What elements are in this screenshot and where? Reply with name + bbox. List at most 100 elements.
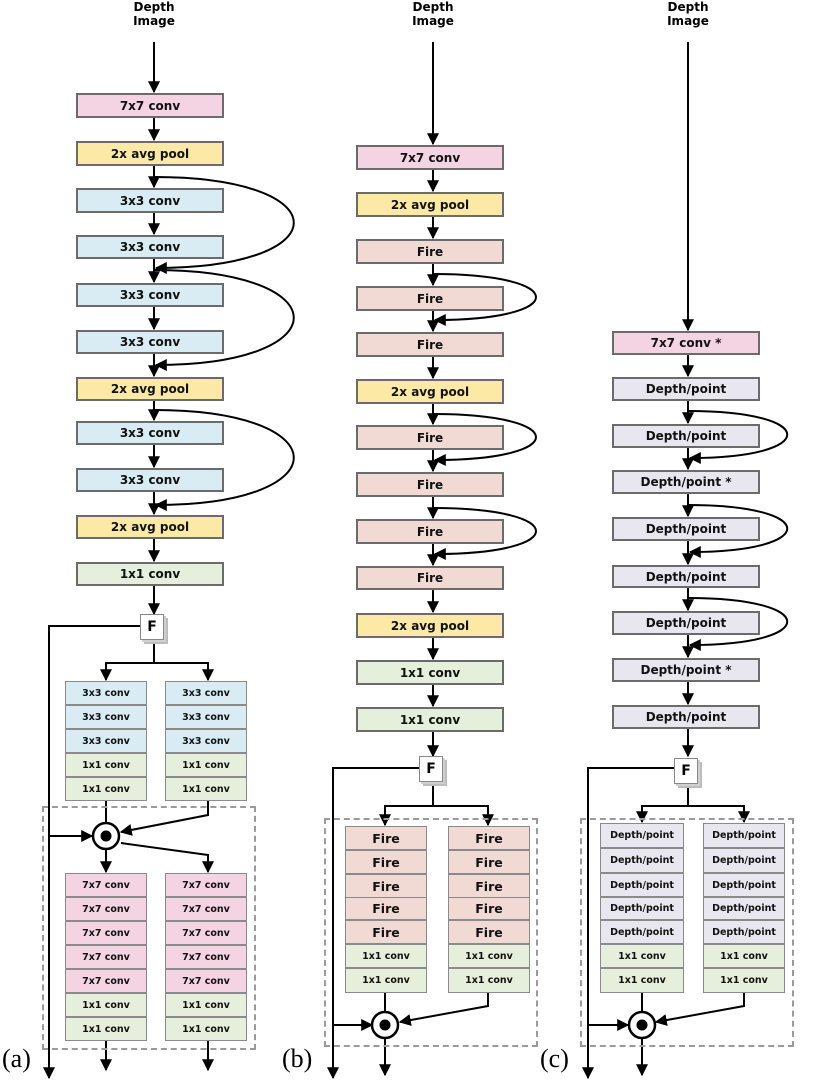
branch-c-l-1: Depth/point [600,823,684,848]
branch-a-r-2: 3x3 conv [165,705,247,729]
branch-a-bl-4: 7x7 conv [65,945,147,969]
layer-b-6: 2x avg pool [356,379,504,404]
layer-c-9: Depth/point [612,705,760,729]
layer-a-5: 3x3 conv [76,283,224,307]
branch-b-r-3: Fire [448,874,530,898]
branch-a-l-3: 3x3 conv [65,729,147,753]
panel-label-c: (c) [540,1044,569,1073]
layer-b-7: Fire [356,425,504,450]
branch-c-r-4: Depth/point [703,897,785,920]
branch-a-l-5: 1x1 conv [65,777,147,801]
layer-c-5: Depth/point [612,517,760,541]
branch-a-bl-3: 7x7 conv [65,921,147,945]
panel-label-b: (b) [282,1044,313,1073]
branch-a-br-1: 7x7 conv [165,873,247,897]
branch-b-l-1: Fire [345,826,427,850]
multiply-node-c [627,1010,657,1040]
layer-b-1: 7x7 conv [356,145,504,170]
layer-c-3: Depth/point [612,424,760,448]
layer-a-2: 2x avg pool [76,141,224,166]
layer-a-7: 2x avg pool [76,377,224,401]
layer-b-5: Fire [356,332,504,357]
branch-b-l-6: 1x1 conv [345,944,427,968]
layer-a-11: 1x1 conv [76,562,224,586]
dashed-region-a [42,806,256,1050]
branch-c-r-6: 1x1 conv [703,944,785,968]
branch-b-l-5: Fire [345,920,427,944]
branch-a-r-3: 3x3 conv [165,729,247,753]
branch-c-l-3: Depth/point [600,873,684,897]
branch-c-l-2: Depth/point [600,848,684,873]
fusion-box-b: F [419,756,443,782]
branch-a-l-2: 3x3 conv [65,705,147,729]
branch-a-br-6: 1x1 conv [165,993,247,1017]
branch-a-br-7: 1x1 conv [165,1017,247,1041]
dashed-region-c [580,818,794,1047]
branch-c-l-6: 1x1 conv [600,944,684,968]
layer-a-3: 3x3 conv [76,188,224,213]
branch-c-r-2: Depth/point [703,848,785,873]
layer-c-2: Depth/point [612,377,760,401]
dashed-region-b [324,818,538,1047]
multiply-node-a [91,821,121,851]
branch-a-r-5: 1x1 conv [165,777,247,801]
layer-b-10: Fire [356,566,504,590]
branch-a-bl-6: 1x1 conv [65,993,147,1017]
layer-c-7: Depth/point [612,611,760,635]
layer-a-1: 7x7 conv [76,93,224,118]
branch-a-l-4: 1x1 conv [65,753,147,777]
branch-a-br-4: 7x7 conv [165,945,247,969]
branch-b-r-2: Fire [448,850,530,874]
branch-a-r-1: 3x3 conv [165,681,247,705]
layer-b-8: Fire [356,472,504,497]
branch-c-l-4: Depth/point [600,897,684,920]
branch-b-r-7: 1x1 conv [448,968,530,993]
panel-label-a: (a) [2,1044,31,1073]
branch-a-bl-7: 1x1 conv [65,1017,147,1041]
branch-b-l-2: Fire [345,850,427,874]
branch-a-br-5: 7x7 conv [165,969,247,993]
fusion-box-c: F [674,758,698,784]
branch-c-r-5: Depth/point [703,920,785,944]
branch-b-r-1: Fire [448,826,530,850]
layer-a-9: 3x3 conv [76,468,224,492]
branch-c-r-1: Depth/point [703,823,785,848]
layer-b-4: Fire [356,286,504,311]
branch-c-l-5: Depth/point [600,920,684,944]
branch-a-l-1: 3x3 conv [65,681,147,705]
branch-a-bl-5: 7x7 conv [65,969,147,993]
layer-c-6: Depth/point [612,565,760,588]
layer-a-4: 3x3 conv [76,235,224,259]
layer-b-12: 1x1 conv [356,660,504,685]
branch-a-br-2: 7x7 conv [165,897,247,921]
layer-a-8: 3x3 conv [76,421,224,445]
multiply-node-b [370,1010,400,1040]
branch-b-r-4: Fire [448,897,530,920]
branch-a-bl-2: 7x7 conv [65,897,147,921]
layer-a-6: 3x3 conv [76,330,224,354]
layer-c-1: 7x7 conv * [612,331,760,355]
branch-c-r-7: 1x1 conv [703,968,785,993]
layer-b-13: 1x1 conv [356,707,504,732]
layer-b-11: 2x avg pool [356,613,504,638]
branch-a-r-4: 1x1 conv [165,753,247,777]
branch-a-bl-1: 7x7 conv [65,873,147,897]
layer-a-10: 2x avg pool [76,515,224,539]
branch-a-br-3: 7x7 conv [165,921,247,945]
branch-c-l-7: 1x1 conv [600,968,684,993]
layer-b-2: 2x avg pool [356,192,504,217]
layer-c-4: Depth/point * [612,470,760,494]
layer-b-3: Fire [356,239,504,264]
layer-c-8: Depth/point * [612,658,760,682]
branch-b-l-3: Fire [345,874,427,898]
branch-b-r-6: 1x1 conv [448,944,530,968]
fusion-box-a: F [140,614,164,640]
branch-c-r-3: Depth/point [703,873,785,897]
branch-b-l-7: 1x1 conv [345,968,427,993]
branch-b-r-5: Fire [448,920,530,944]
layer-b-9: Fire [356,519,504,544]
